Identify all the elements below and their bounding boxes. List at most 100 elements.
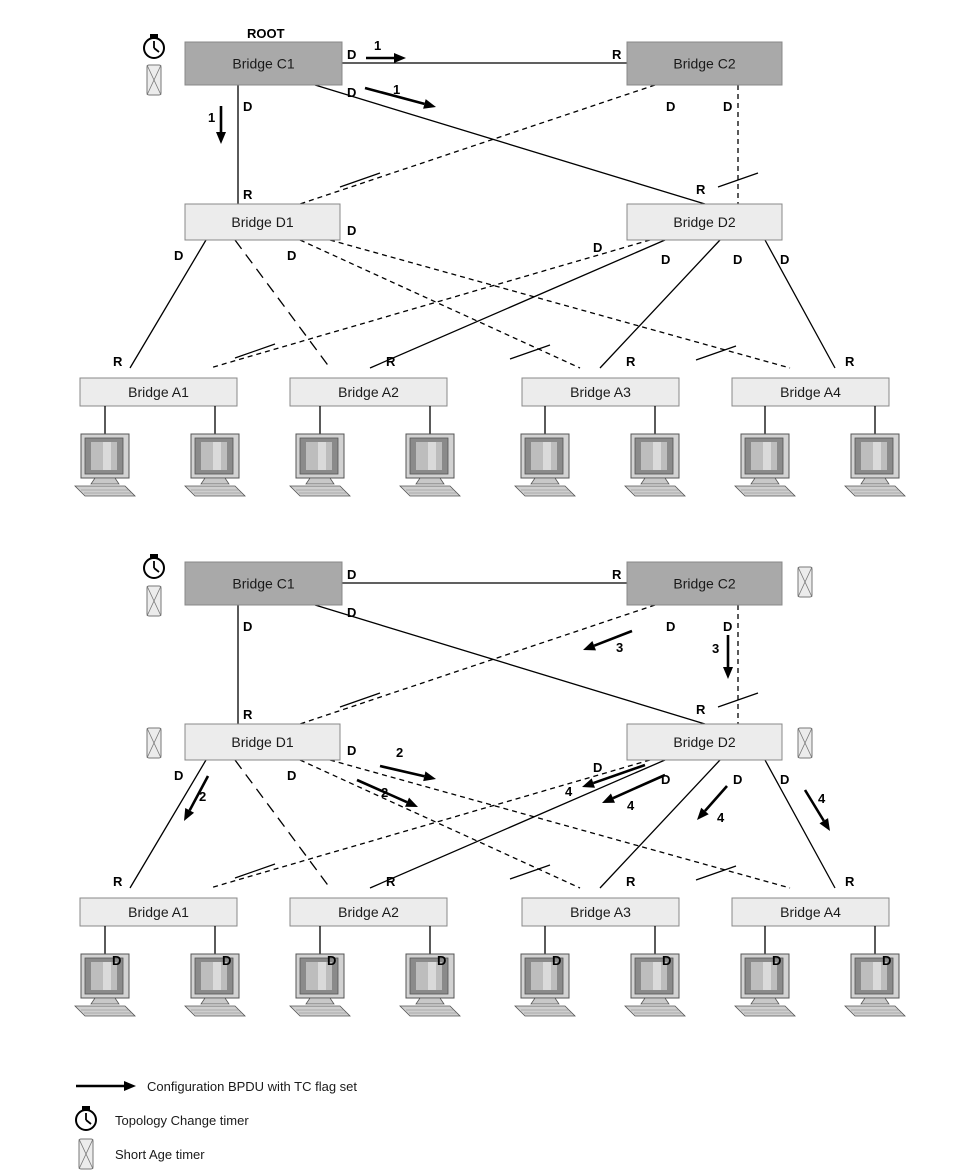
stopwatch-icon [143,553,165,579]
bpdu-arrowhead-icon [819,818,830,831]
designated-port-label: D [347,743,356,758]
bridge-d1-label: Bridge D1 [231,214,293,230]
bridge-a4: Bridge A4 [731,897,890,927]
computer-icon [514,433,576,497]
bridge-a4-label: Bridge A4 [780,384,841,400]
step-number: 2 [199,789,206,804]
bridge-d1-box [184,723,341,761]
bridge-a2-box [289,897,448,927]
designated-port-label: D [662,953,671,968]
link-d2-a4 [764,239,836,369]
bpdu-arrow-icon [592,763,646,785]
bridge-a4-box [731,377,890,407]
link-c1-d2 [314,604,706,725]
link-d2-a1-blocked [209,239,651,369]
root-port-label: R [386,874,396,889]
bridge-a1-box [79,377,238,407]
bridge-a2-label: Bridge A2 [338,384,399,400]
computer-icon [844,433,906,497]
legend-short-age-label: Short Age timer [115,1147,205,1162]
bpdu-arrow-icon [364,86,425,106]
bridge-c2-box [626,41,783,86]
blocked-port-mark [717,172,759,188]
designated-port-label: D [347,85,356,100]
bpdu-arrowhead-icon [394,53,406,63]
root-port-label: R [243,707,253,722]
designated-port-label: D [287,768,296,783]
designated-port-label: D [174,768,183,783]
hourglass-icon [146,64,162,96]
bridge-d2: Bridge D2 [626,723,783,761]
hourglass-icon [797,727,813,759]
computer-icon [74,433,136,497]
bpdu-arrow-icon [356,778,408,804]
bpdu-arrow-icon [593,629,633,647]
link-d1-a2-blocked [234,759,331,889]
root-port-label: R [626,354,636,369]
bridge-c2-box [626,561,783,606]
root-port-label: R [612,47,622,62]
blocked-port-mark [509,344,551,360]
bpdu-arrowhead-icon [184,808,195,821]
blocked-port-mark [339,692,381,708]
legend: Configuration BPDU with TC flag setTopol… [75,1079,357,1170]
step-number: 3 [712,641,719,656]
designated-port-label: D [437,953,446,968]
root-port-label: R [386,354,396,369]
bridge-a3: Bridge A3 [521,377,680,407]
bridge-a1: Bridge A1 [79,897,238,927]
computer-icon [184,953,246,1017]
computer-icon [624,953,686,1017]
link-c2-d1-blocked [299,84,656,205]
designated-port-label: D [243,99,252,114]
computer-icon [399,953,461,1017]
designated-port-label: D [723,619,732,634]
root-port-label: R [626,874,636,889]
blocked-port-mark [339,172,381,188]
designated-port-label: D [882,953,891,968]
bpdu-arrowhead-icon [697,807,709,820]
bridge-a3-label: Bridge A3 [570,384,631,400]
bridge-a1-box [79,897,238,927]
hourglass-icon [146,727,162,759]
blocked-port-mark [695,345,737,361]
stopwatch-icon [75,1105,97,1131]
bridge-c2: Bridge C2 [626,561,783,606]
bridge-d1: Bridge D1 [184,203,341,241]
bpdu-arrowhead-icon [723,667,733,679]
bridge-d2-box [626,723,783,761]
blocked-port-mark [717,692,759,708]
bridge-d1: Bridge D1 [184,723,341,761]
bpdu-arrow-icon [188,775,210,812]
designated-port-label: D [661,772,670,787]
computer-icon [624,433,686,497]
stopwatch-icon [143,33,165,59]
root-port-label: R [612,567,622,582]
blocked-port-mark [234,863,276,879]
designated-port-label: D [780,252,789,267]
link-d1-a2-blocked [234,239,331,369]
hourglass-icon [146,585,162,617]
designated-port-label: D [112,953,121,968]
link-d2-a2 [369,239,666,369]
root-port-label: R [696,182,706,197]
bridge-a4-label: Bridge A4 [780,904,841,920]
computer-icon [74,953,136,1017]
blocked-port-mark [695,865,737,881]
hourglass-icon [78,1138,94,1170]
link-d1-a1 [129,239,207,369]
designated-port-label: D [287,248,296,263]
link-d2-a3 [599,239,721,369]
designated-port-label: D [552,953,561,968]
hourglass-icon [797,566,813,598]
root-port-label: R [243,187,253,202]
bridge-c1: Bridge C1 [184,41,343,86]
step-number: 1 [374,38,381,53]
bridge-d2-box [626,203,783,241]
designated-port-label: D [174,248,183,263]
bpdu-arrowhead-icon [216,132,226,144]
bridge-c1-box [184,41,343,86]
